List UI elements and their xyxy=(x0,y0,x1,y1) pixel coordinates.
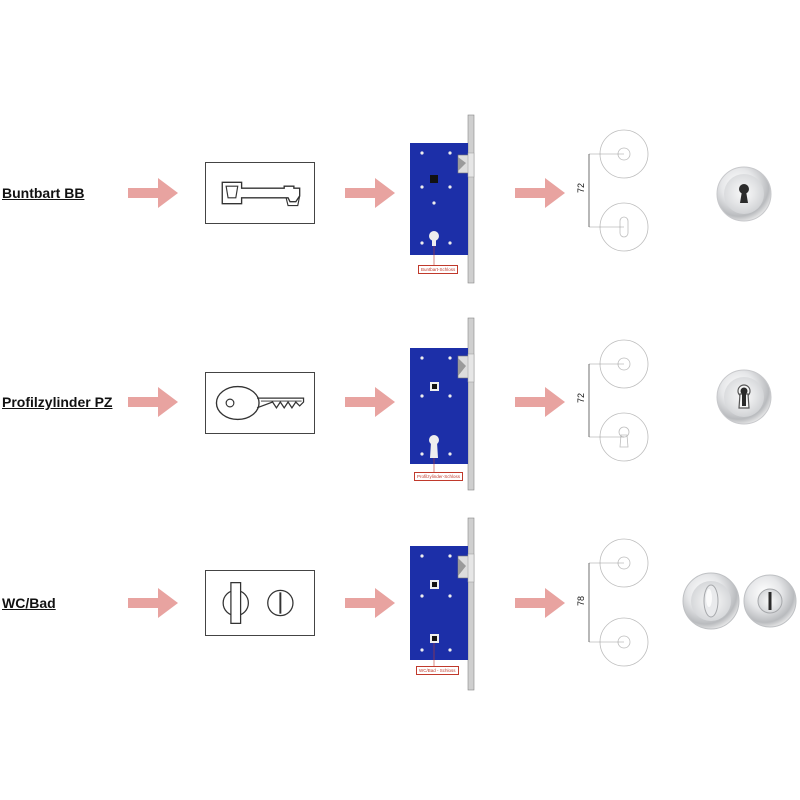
dimension-label-buntbart: 72 xyxy=(576,182,587,194)
arrow-icon xyxy=(128,588,178,618)
arrow-icon xyxy=(345,588,395,618)
dimension-label-profilzylinder: 72 xyxy=(576,392,587,404)
arrow-icon xyxy=(128,178,178,208)
arrow-icon xyxy=(515,387,565,417)
row-profilzylinder: Profilzylinder PZ Prof xyxy=(0,312,800,492)
keyhole-rosette xyxy=(715,165,773,223)
row-label-profilzylinder: Profilzylinder PZ xyxy=(2,394,113,410)
arrow-icon xyxy=(515,588,565,618)
wc-turn-icon xyxy=(205,570,315,636)
wc-rosette-pair xyxy=(680,570,798,632)
lock-body-wc-bad: WC/Bad - Schloss xyxy=(400,516,492,692)
arrow-icon xyxy=(515,178,565,208)
rosette-spacing-diagram-profilzylinder: 72 xyxy=(575,337,655,487)
row-wc-bad: WC/Bad WC/Bad - Schlos xyxy=(0,512,800,692)
arrow-icon xyxy=(345,387,395,417)
lock-tag-wc-bad: WC/Bad - Schloss xyxy=(416,666,459,675)
dimension-label-wc-bad: 78 xyxy=(576,595,587,607)
cylinder-key-icon xyxy=(205,372,315,434)
rosette-spacing-diagram-wc-bad: 78 xyxy=(575,536,655,686)
row-buntbart: Buntbart BB Buntbart-Schloss xyxy=(0,105,800,285)
cylinder-rosette xyxy=(715,368,773,426)
buntbart-key-icon xyxy=(205,162,315,224)
arrow-icon xyxy=(128,387,178,417)
lock-tag-profilzylinder: Profilzylinder-Schloss xyxy=(414,472,464,481)
lock-tag-buntbart: Buntbart-Schloss xyxy=(418,265,459,274)
row-label-buntbart: Buntbart BB xyxy=(2,185,85,201)
lock-body-buntbart: Buntbart-Schloss xyxy=(400,113,492,285)
rosette-spacing-diagram-buntbart: 72 xyxy=(575,127,655,277)
row-label-wc-bad: WC/Bad xyxy=(2,595,56,611)
arrow-icon xyxy=(345,178,395,208)
lock-body-profilzylinder: Profilzylinder-Schloss xyxy=(400,316,492,492)
